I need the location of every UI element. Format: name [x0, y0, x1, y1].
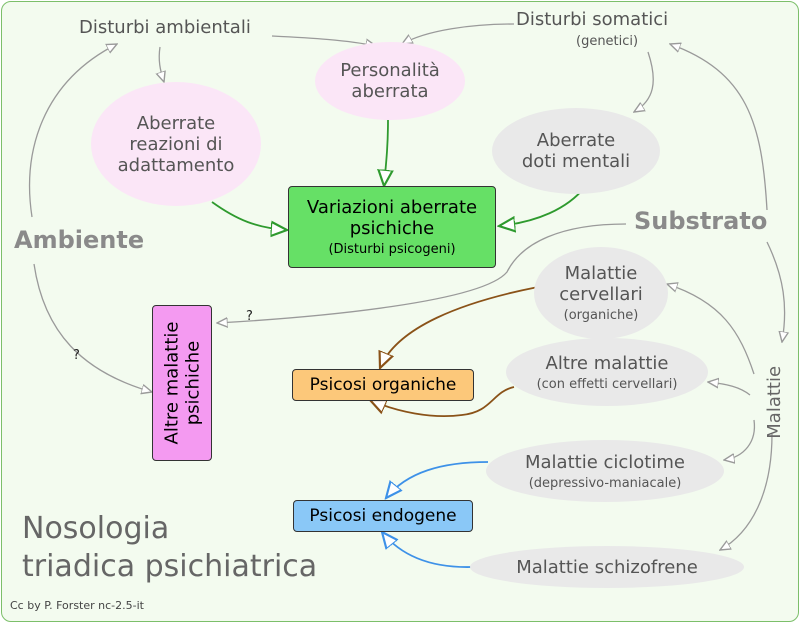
label-genetici: (genetici)	[576, 34, 639, 49]
node-malattie-ciclotime: Malattie ciclotime (depressivo-maniacale…	[486, 440, 724, 502]
box-psicosi-organiche: Psicosi organiche	[292, 369, 474, 401]
arrow-ambientali-to-reazioni	[159, 46, 164, 82]
box-variazioni-aberrate: Variazioni aberrate psichiche (Disturbi …	[288, 186, 496, 268]
box-variazioni-line1: Variazioni aberrate	[306, 197, 478, 218]
node-altre-line2: (con effetti cervellari)	[536, 376, 678, 392]
arrow-malattie-to-schizofrene	[720, 433, 773, 550]
box-organiche-label: Psicosi organiche	[309, 375, 457, 395]
node-altre-malattie: Altre malattie (con effetti cervellari)	[506, 338, 708, 406]
node-schizofrene-label: Malattie schizofrene	[516, 556, 698, 578]
node-personalita-aberrata: Personalità aberrata	[315, 42, 465, 120]
box-altre-psichiche-text: Altre malattie psichiche	[161, 322, 203, 445]
box-psicosi-endogene: Psicosi endogene	[293, 500, 473, 532]
node-malattie-cervellari: Malattie cervellari (organiche)	[534, 247, 668, 339]
node-reazioni-line2: reazioni di	[129, 133, 223, 155]
arrow-malattie-to-ciclotime	[724, 419, 756, 460]
node-personalita-line2: aberrata	[351, 81, 429, 102]
arrow-malattie-to-altre	[708, 382, 751, 396]
box-endogene-label: Psicosi endogene	[309, 506, 457, 526]
arrow-substrato-to-malattie	[766, 241, 785, 342]
node-personalita-line1: Personalità	[340, 60, 440, 81]
box-variazioni-line2: psichiche	[349, 218, 435, 239]
node-cerebrali-line2: cervellari	[559, 284, 643, 305]
arrow-malattie-to-cerebrali	[667, 284, 755, 375]
arrow-ambiente-to-disturbi-ambientali	[29, 44, 117, 218]
arrow-ciclotime-to-endogene	[386, 461, 489, 498]
node-aberrate-reazioni: Aberrate reazioni di adattamento	[91, 82, 261, 206]
node-aberrate-doti: Aberrate doti mentali	[492, 108, 660, 194]
arrow-reazioni-to-variazioni	[211, 201, 287, 230]
label-disturbi-somatici: Disturbi somatici	[516, 9, 669, 30]
arrow-somatici-to-personalita	[402, 23, 515, 44]
box-variazioni-line3: (Disturbi psicogeni)	[328, 242, 456, 257]
box-altre-psichiche-line2: psichiche	[182, 340, 203, 426]
node-cerebrali-line1: Malattie	[564, 263, 638, 284]
arrow-altre-to-organiche	[370, 386, 515, 418]
node-reazioni-line1: Aberrate	[136, 112, 216, 134]
arrow-somatici-to-doti	[634, 51, 654, 112]
label-ambiente: Ambiente	[14, 226, 145, 254]
arrow-substrato-to-altre-psichiche	[217, 223, 627, 323]
node-ciclotime-line1: Malattie ciclotime	[525, 451, 685, 473]
question-mark-ambiente: ?	[73, 348, 80, 363]
credit-text: Cc by P. Forster nc-2.5-it	[10, 599, 144, 612]
diagram-title-line1: Nosologia	[22, 511, 170, 546]
node-cerebrali-line3: (organiche)	[563, 308, 639, 323]
arrow-schizofrene-to-endogene	[382, 532, 473, 568]
arrow-personalita-to-variazioni	[384, 119, 388, 186]
arrow-cerebrali-to-organiche	[380, 286, 539, 368]
box-altre-malattie-psichiche: Altre malattie psichiche	[152, 305, 212, 461]
diagram-title-line2: triadica psichiatrica	[22, 549, 318, 584]
label-disturbi-ambientali: Disturbi ambientali	[79, 17, 251, 38]
node-malattie-schizofrene: Malattie schizofrene	[470, 546, 744, 588]
box-altre-psichiche-line1: Altre malattie	[161, 321, 182, 445]
node-altre-line1: Altre malattie	[545, 352, 669, 374]
node-reazioni-line3: adattamento	[117, 154, 235, 176]
label-substrato: Substrato	[634, 207, 768, 235]
arrow-ambiente-to-altre-psichiche	[33, 263, 152, 392]
arrow-substrato-to-somatici	[670, 44, 768, 211]
question-mark-substrato: ?	[246, 309, 253, 324]
node-ciclotime-line2: (depressivo-maniacale)	[528, 475, 682, 491]
node-doti-line1: Aberrate	[536, 130, 616, 151]
label-malattie: Malattie	[764, 365, 786, 439]
node-doti-line2: doti mentali	[521, 151, 631, 172]
